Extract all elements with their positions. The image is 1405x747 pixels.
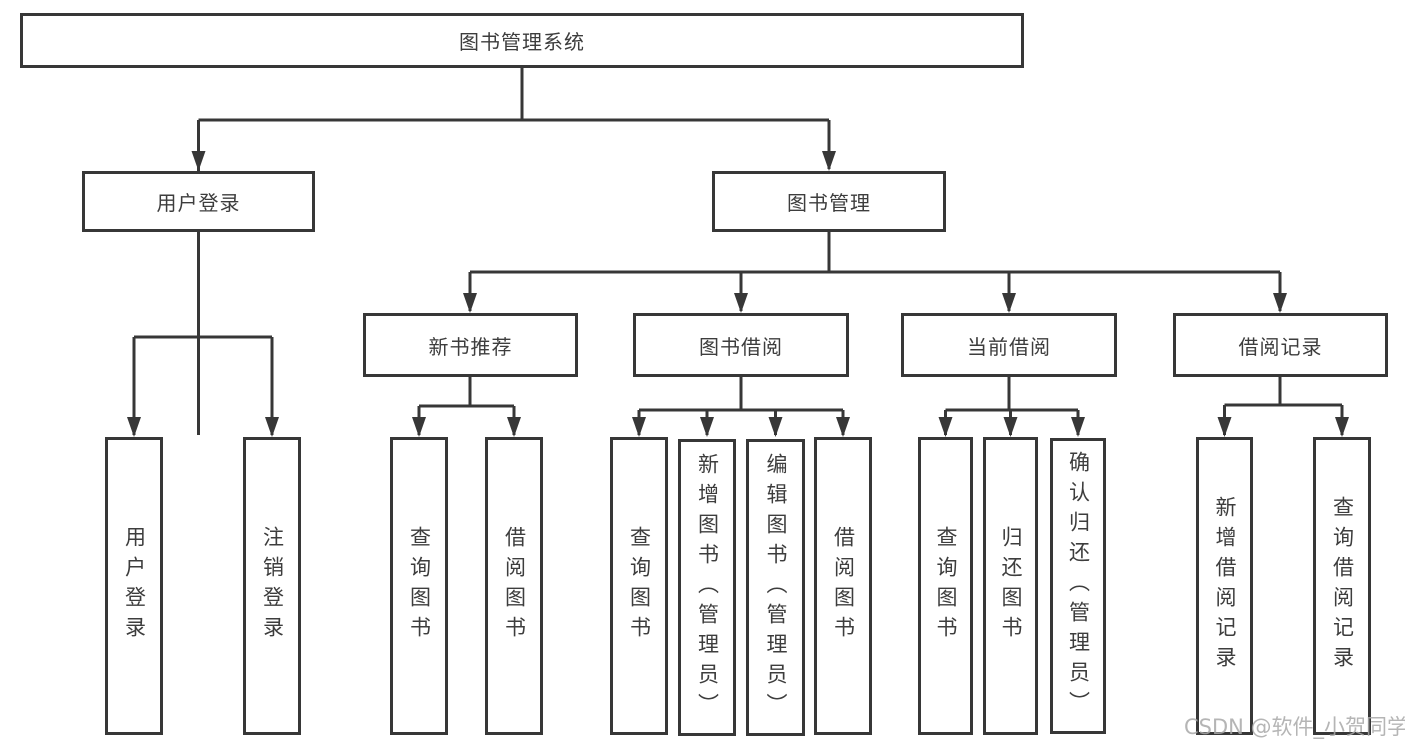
node-book-management: 图书管理 [712,171,946,232]
leaf-add-book-admin-label: 新增图书（管理员） [695,452,720,723]
edge-root-to-level2 [197,68,831,435]
node-current-borrowing: 当前借阅 [901,313,1117,377]
node-new-book-recommend-label: 新书推荐 [428,334,513,359]
node-borrowing-records-label: 借阅记录 [1238,334,1323,359]
csdn-watermark: CSDN @软件_小贺同学 [1184,715,1405,739]
edge-bookborrow-to-leaves [637,377,845,435]
node-current-borrowing-label: 当前借阅 [967,334,1051,359]
leaf-user-login-label: 用户登录 [122,526,147,646]
leaf-query-book-recommend: 查询图书 [390,437,448,735]
leaf-return-book-label: 归还图书 [999,526,1023,646]
leaf-borrow-book-recommend-label: 借阅图书 [502,526,527,646]
edge-bookmgmt-to-level3 [468,232,1282,311]
leaf-query-book-current-label: 查询图书 [934,526,958,646]
edge-userlogin-to-leaves [132,232,274,435]
edge-borrowrecord-to-leaves [1223,377,1344,435]
edge-newbookrec-to-leaves [417,377,516,435]
leaf-edit-book-admin: 编辑图书（管理员） [746,439,805,736]
node-book-management-label: 图书管理 [787,191,871,215]
leaf-confirm-return-admin: 确认归还（管理员） [1050,438,1106,734]
leaf-borrow-book-label: 借阅图书 [831,526,856,646]
leaf-confirm-return-admin-label: 确认归还（管理员） [1066,451,1091,721]
leaf-query-borrow-record-label: 查询借阅记录 [1330,496,1355,676]
node-root-label: 图书管理系统 [459,30,585,54]
leaf-query-borrow-record: 查询借阅记录 [1313,437,1371,735]
leaf-add-borrow-record: 新增借阅记录 [1196,437,1253,735]
leaf-query-book-recommend-label: 查询图书 [407,526,432,646]
node-user-login: 用户登录 [82,171,315,232]
node-new-book-recommend: 新书推荐 [363,313,578,377]
node-user-login-label: 用户登录 [156,191,241,215]
leaf-query-book-borrow: 查询图书 [610,437,668,735]
leaf-borrow-book-recommend: 借阅图书 [485,437,543,735]
leaf-add-borrow-record-label: 新增借阅记录 [1213,496,1237,676]
leaf-add-book-admin: 新增图书（管理员） [678,439,736,736]
node-book-borrowing-label: 图书借阅 [699,334,783,359]
node-root: 图书管理系统 [20,13,1024,68]
leaf-borrow-book: 借阅图书 [814,437,872,735]
leaf-logout: 注销登录 [243,437,301,735]
arrowheads [127,151,1349,437]
leaf-return-book: 归还图书 [983,437,1038,735]
leaf-logout-label: 注销登录 [260,526,285,646]
leaf-user-login: 用户登录 [105,437,163,735]
node-borrowing-records: 借阅记录 [1173,313,1388,377]
leaf-edit-book-admin-label: 编辑图书（管理员） [764,452,788,723]
leaf-query-book-current: 查询图书 [918,437,973,735]
node-book-borrowing: 图书借阅 [633,313,849,377]
leaf-query-book-borrow-label: 查询图书 [627,526,652,646]
